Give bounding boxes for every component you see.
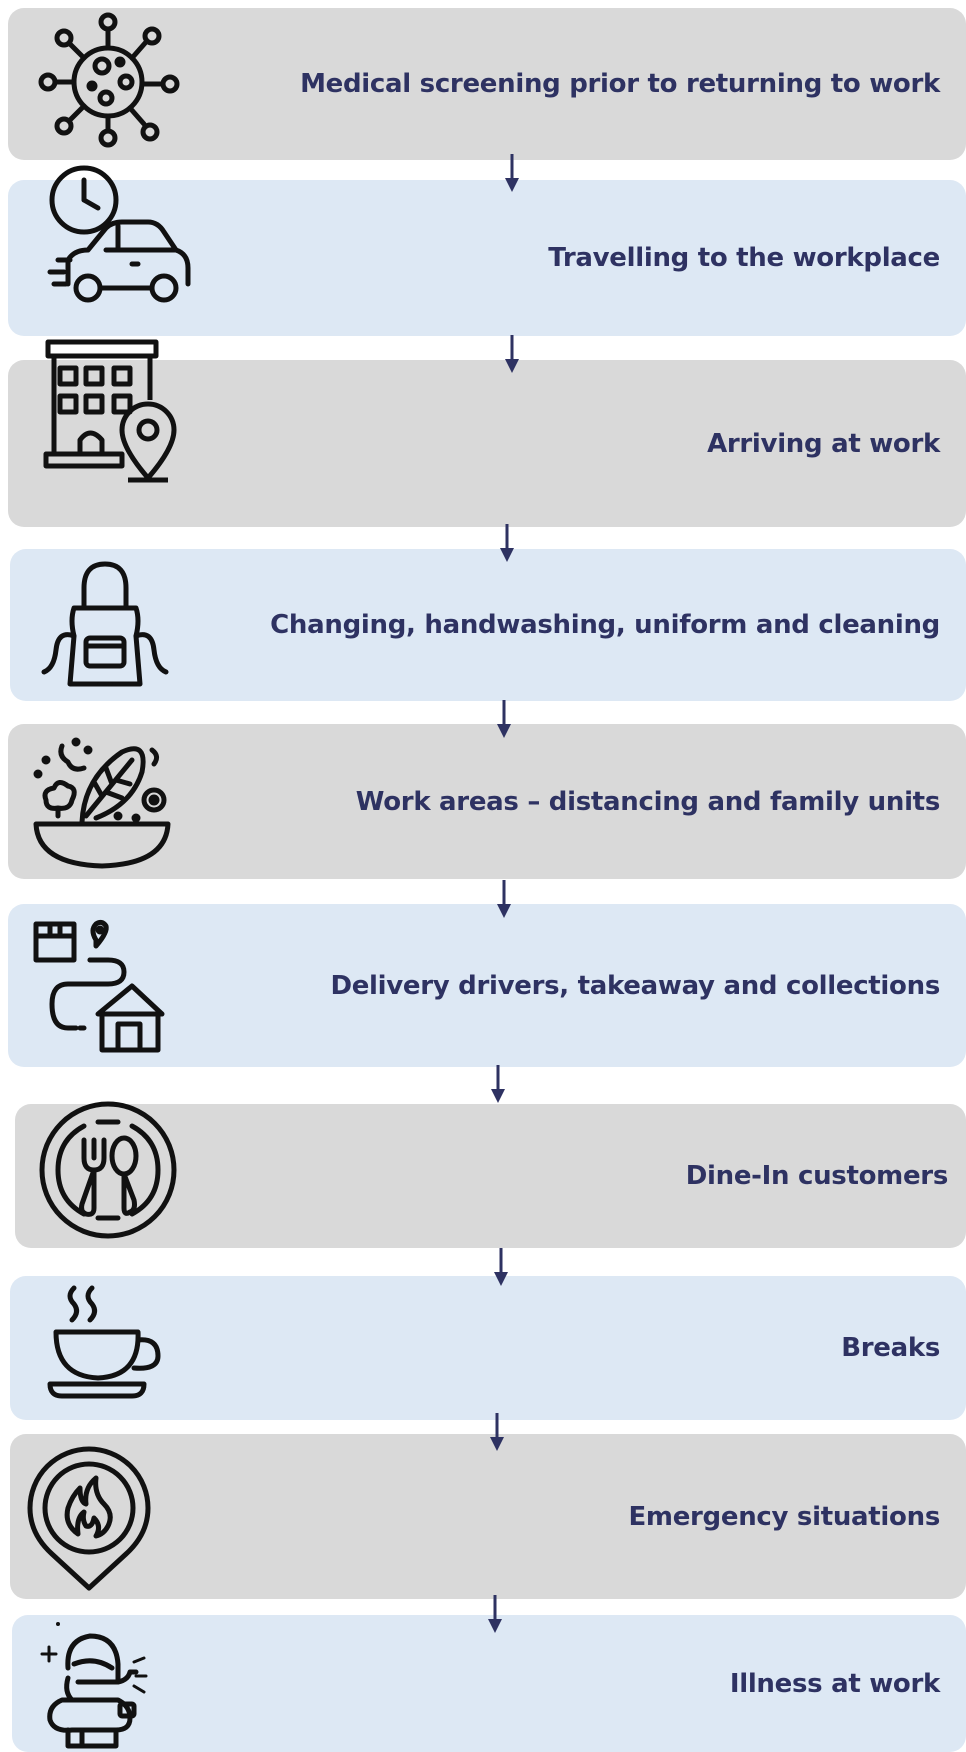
- clock-car-icon: [44, 164, 192, 306]
- step-changing: Changing, handwashing, uniform and clean…: [10, 549, 966, 701]
- down-arrow-icon: [505, 335, 519, 373]
- down-arrow-icon: [491, 1065, 505, 1103]
- step-label: Arriving at work: [707, 428, 940, 459]
- step-arriving: Arriving at work: [8, 360, 966, 527]
- virus-icon: [30, 6, 186, 154]
- down-arrow-icon: [497, 700, 511, 738]
- apron-icon: [40, 560, 170, 688]
- salad-bowl-icon: [32, 737, 174, 870]
- step-label: Work areas – distancing and family units: [355, 786, 941, 817]
- down-arrow-icon: [490, 1413, 504, 1451]
- step-label: Medical screening prior to returning to …: [300, 69, 940, 99]
- building-location-icon: [43, 338, 180, 486]
- down-arrow-icon: [505, 154, 519, 192]
- step-label: Illness at work: [729, 1668, 940, 1699]
- step-travelling: Travelling to the workplace: [8, 180, 966, 336]
- step-label: Changing, handwashing, uniform and clean…: [270, 610, 940, 640]
- down-arrow-icon: [488, 1595, 502, 1633]
- coffee-cup-icon: [46, 1284, 170, 1399]
- step-medical-screening: Medical screening prior to returning to …: [8, 8, 966, 160]
- step-label: Delivery drivers, takeaway and collectio…: [330, 970, 940, 1001]
- down-arrow-icon: [494, 1248, 508, 1286]
- down-arrow-icon: [500, 524, 514, 562]
- sneezing-person-icon: [38, 1620, 158, 1749]
- step-label: Emergency situations: [628, 1501, 940, 1532]
- step-emergency: Emergency situations: [10, 1434, 966, 1599]
- step-label: Travelling to the workplace: [548, 243, 940, 273]
- step-work-areas: Work areas – distancing and family units: [8, 724, 966, 879]
- step-breaks: Breaks: [10, 1276, 966, 1420]
- step-label: Dine-In customers: [685, 1161, 949, 1191]
- step-label: Breaks: [841, 1333, 940, 1363]
- step-delivery: Delivery drivers, takeaway and collectio…: [8, 904, 966, 1067]
- plate-cutlery-icon: [38, 1100, 178, 1240]
- delivery-route-icon: [32, 919, 165, 1053]
- step-illness: Illness at work: [12, 1615, 966, 1752]
- down-arrow-icon: [497, 880, 511, 918]
- fire-pin-icon: [27, 1446, 151, 1592]
